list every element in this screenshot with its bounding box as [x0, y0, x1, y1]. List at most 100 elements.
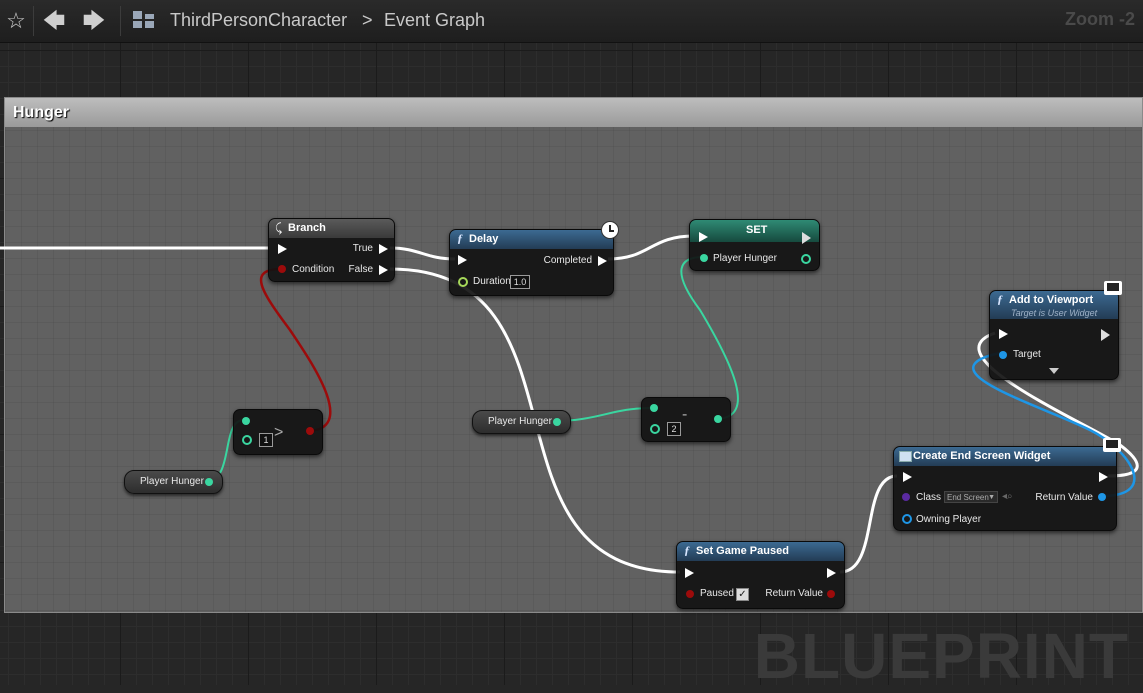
add-to-viewport-subtitle: Target is User Widget	[1011, 308, 1098, 318]
delay-completed-label: Completed	[543, 255, 592, 266]
toolbar-divider	[120, 6, 121, 36]
add-to-viewport-node[interactable]: ƒ Add to Viewport Target is User Widget …	[989, 281, 1122, 380]
expand-arrow-icon[interactable]	[1049, 368, 1059, 374]
set-game-paused-return-label: Return Value	[765, 588, 823, 599]
class-dropdown[interactable]: End Screen ▼	[944, 491, 998, 503]
exec-wire-delay-set	[607, 234, 695, 261]
breadcrumb-graph[interactable]: Event Graph	[384, 10, 486, 30]
clock-icon	[601, 221, 619, 239]
greater-operator: >	[274, 424, 284, 441]
forward-arrow-icon[interactable]: 🡆	[82, 8, 106, 33]
branch-true-pin[interactable]	[379, 244, 388, 254]
subtract-b-input[interactable]: 2	[667, 422, 681, 436]
set-title: SET	[746, 224, 768, 236]
get-player-hunger-2[interactable]: Player Hunger	[472, 410, 571, 434]
branch-condition-pin[interactable]	[278, 265, 286, 273]
delay-node[interactable]: ƒ Delay Completed Duration 1.0	[449, 221, 619, 296]
paused-checkbox[interactable]: ✓	[736, 588, 749, 601]
greater-input-b-pin[interactable]	[242, 435, 252, 445]
branch-node[interactable]: ⤹ Branch True Condition False	[268, 218, 395, 282]
set-hunger-in-pin[interactable]	[700, 254, 708, 262]
set-game-paused-return-pin[interactable]	[827, 590, 835, 598]
add-to-viewport-target-label: Target	[1013, 349, 1041, 360]
set-game-paused-title: Set Game Paused	[696, 545, 789, 557]
zoom-level: Zoom -2	[1065, 9, 1135, 29]
branch-condition-label: Condition	[292, 264, 335, 275]
add-to-viewport-exec-in-pin[interactable]	[999, 329, 1008, 339]
exec-wire-paused-widget	[839, 474, 898, 574]
comment-title: Hunger	[13, 104, 69, 121]
monitor-icon	[1103, 438, 1121, 452]
greater-b-input[interactable]: 1	[259, 433, 273, 447]
blueprint-graph-icon	[133, 11, 155, 29]
add-to-viewport-exec-out-pin[interactable]	[1101, 329, 1110, 341]
greater-than-node[interactable]: 1 >	[233, 409, 323, 455]
branch-title: Branch	[288, 222, 326, 234]
function-icon: ƒ	[684, 543, 690, 557]
set-exec-in-pin[interactable]	[699, 232, 708, 242]
comment-header[interactable]: Hunger	[5, 98, 1142, 127]
browse-icon[interactable]: ◂⌕	[1002, 491, 1013, 502]
favorite-star-icon[interactable]: ☆	[6, 8, 26, 33]
object-wire-return-target	[971, 351, 1136, 498]
create-widget-exec-out-pin[interactable]	[1099, 472, 1108, 482]
set-exec-out-pin[interactable]	[802, 232, 811, 244]
get-player-hunger-label: Player Hunger	[140, 476, 204, 487]
set-game-paused-node[interactable]: ƒ Set Game Paused Paused ✓ Return Value	[676, 541, 845, 609]
add-to-viewport-header	[990, 291, 1118, 319]
delay-duration-pin[interactable]	[458, 277, 468, 287]
branch-header	[269, 219, 394, 238]
create-widget-owning-player-label: Owning Player	[916, 514, 982, 525]
widget-icon	[899, 451, 912, 462]
breadcrumb-separator: >	[362, 10, 373, 30]
create-widget-class-label: Class	[916, 492, 942, 503]
add-to-viewport-title: Add to Viewport	[1009, 294, 1094, 306]
back-arrow-icon[interactable]: 🡄	[42, 8, 66, 33]
delay-duration-input[interactable]: 1.0	[510, 275, 530, 289]
subtract-node[interactable]: 2 -	[641, 397, 731, 442]
exec-wire-widget-viewport	[977, 331, 1139, 478]
delay-duration-label: Duration	[473, 276, 511, 287]
delay-exec-in-pin[interactable]	[458, 255, 467, 265]
float-wire-subtract-set	[680, 256, 739, 420]
delay-title: Delay	[469, 233, 499, 245]
subtract-operator: -	[682, 406, 688, 423]
set-game-paused-exec-out-pin[interactable]	[827, 568, 836, 578]
branch-exec-in-pin[interactable]	[278, 244, 287, 254]
breadcrumb-asset[interactable]: ThirdPersonCharacter	[170, 10, 348, 30]
create-widget-node[interactable]: Create End Screen Widget Class End Scree…	[893, 438, 1121, 531]
set-game-paused-exec-in-pin[interactable]	[685, 568, 694, 578]
toolbar: ☆ 🡄 🡆 ThirdPersonCharacter > Event Graph…	[0, 0, 1143, 43]
create-widget-class-pin[interactable]	[902, 493, 910, 501]
branch-icon: ⤹	[275, 221, 283, 235]
get-player-hunger-out-pin[interactable]	[205, 478, 213, 486]
create-widget-owning-player-pin[interactable]	[902, 514, 912, 524]
get-player-hunger-out-pin[interactable]	[553, 418, 561, 426]
greater-output-pin[interactable]	[306, 427, 314, 435]
chevron-down-icon: ▼	[988, 494, 995, 501]
subtract-input-a-pin[interactable]	[650, 404, 658, 412]
add-to-viewport-target-pin[interactable]	[999, 351, 1007, 359]
subtract-output-pin[interactable]	[714, 415, 722, 423]
branch-false-label: False	[348, 264, 373, 275]
toolbar-divider	[33, 6, 34, 36]
delay-completed-pin[interactable]	[598, 256, 607, 266]
function-icon: ƒ	[457, 231, 463, 245]
create-widget-return-label: Return Value	[1035, 492, 1093, 503]
branch-true-label: True	[352, 243, 373, 254]
greater-input-a-pin[interactable]	[242, 417, 250, 425]
subtract-input-b-pin[interactable]	[650, 424, 660, 434]
set-variable-node[interactable]: SET Player Hunger	[689, 219, 820, 271]
branch-false-pin[interactable]	[379, 265, 388, 275]
create-widget-title: Create End Screen Widget	[913, 450, 1051, 462]
set-game-paused-paused-pin[interactable]	[686, 590, 694, 598]
get-player-hunger-1[interactable]: Player Hunger	[124, 470, 223, 494]
class-dropdown-value: End Screen	[947, 493, 989, 502]
set-header	[690, 220, 819, 242]
create-widget-return-pin[interactable]	[1098, 493, 1106, 501]
blueprint-watermark: BLUEPRINT	[753, 620, 1129, 692]
create-widget-exec-in-pin[interactable]	[903, 472, 912, 482]
function-icon: ƒ	[997, 292, 1003, 306]
set-hunger-out-pin[interactable]	[801, 254, 811, 264]
